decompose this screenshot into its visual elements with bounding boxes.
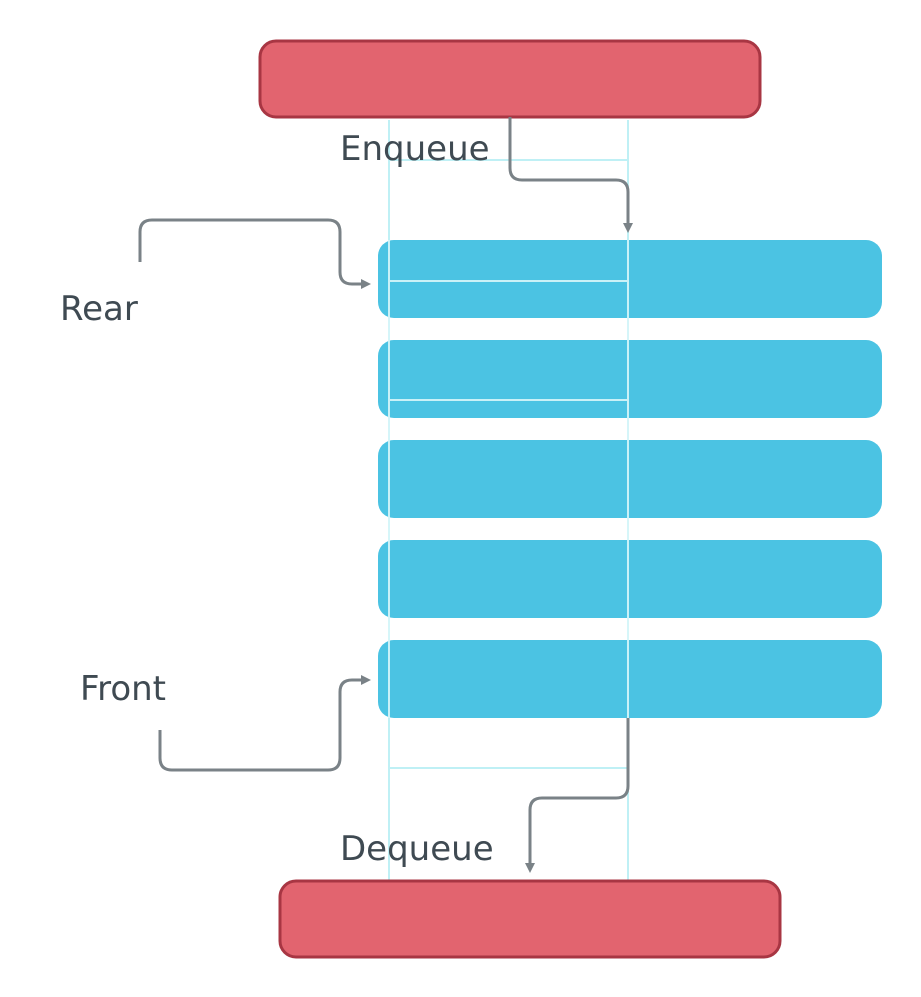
- slot-guide-overlay: [388, 240, 629, 718]
- queue-slot: [378, 340, 882, 418]
- enqueue-label: Enqueue: [340, 129, 490, 169]
- enqueue-arrow: [508, 117, 633, 233]
- rear-label: Rear: [60, 289, 138, 329]
- queue-slot: [378, 640, 882, 718]
- dequeue-label: Dequeue: [340, 829, 494, 869]
- dequeue-target-box: [278, 879, 782, 959]
- queue-slot: [378, 440, 882, 518]
- front-label: Front: [80, 669, 166, 709]
- front-pointer-arrow: [158, 675, 371, 772]
- queue-slots: [378, 240, 882, 718]
- rear-pointer-arrow: [138, 218, 371, 289]
- queue-slot: [378, 540, 882, 618]
- enqueue-source-box: [258, 39, 762, 119]
- queue-slot: [378, 240, 882, 318]
- dequeue-arrow: [525, 718, 630, 873]
